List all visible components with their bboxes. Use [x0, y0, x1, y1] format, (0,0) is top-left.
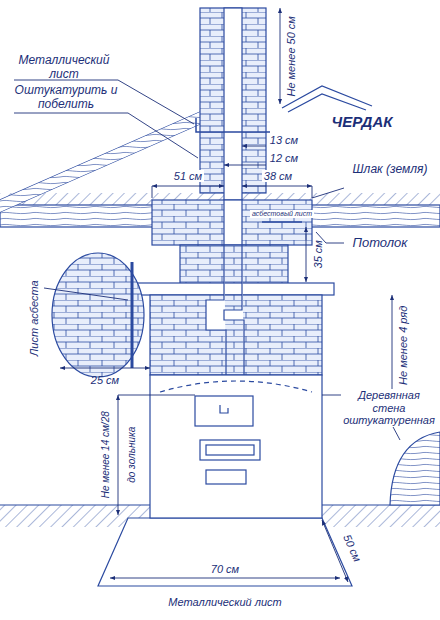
dimension-label: 51 см	[172, 170, 204, 183]
area-label: Потолок	[351, 236, 410, 251]
dimension-label: 70 см	[209, 563, 241, 576]
dimension-label: до зольника	[126, 427, 138, 483]
dimension-label: 25 см	[91, 374, 119, 387]
note-label: Шлак (земля)	[348, 163, 432, 177]
note-label: Деревянная стена оштукатуренная	[341, 389, 437, 427]
dimension-label: 35 см	[312, 240, 325, 268]
dimension-label: 38 см	[262, 170, 294, 183]
area-label: ЧЕРДАК	[332, 113, 393, 130]
dimension-label: Не менее 4 ряд	[398, 305, 411, 384]
note-label: Оштукатурить и побелить	[7, 84, 125, 112]
note-label: асбестовый лист	[250, 210, 314, 218]
note-label: Металлический лист	[9, 54, 119, 82]
dimension-label: 13 см	[270, 134, 298, 147]
drawing	[0, 8, 440, 586]
dimension-label: Не менее 50 см	[285, 16, 298, 96]
note-label: Металлический лист	[168, 596, 281, 609]
note-label: Лист асбеста	[28, 280, 41, 356]
dimension-label: 50 см	[340, 531, 365, 566]
dimension-label: 12 см	[270, 152, 298, 165]
dimension-label: Не менее 14 см/28	[100, 411, 112, 498]
